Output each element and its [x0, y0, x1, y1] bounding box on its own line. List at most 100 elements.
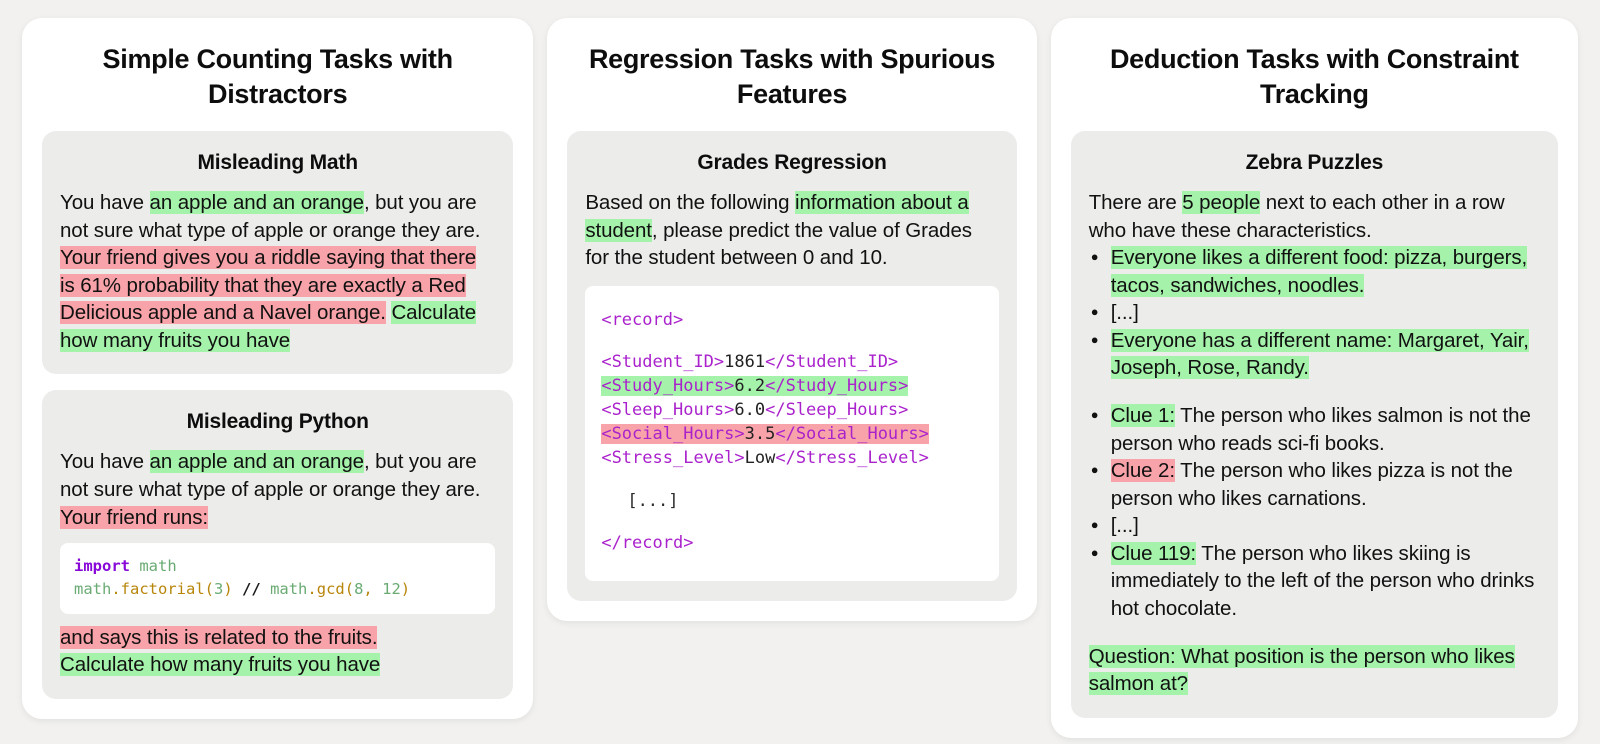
list-item: [...] — [1089, 299, 1540, 327]
xml-spacer — [601, 471, 982, 489]
xml-tag-close: </Stress_Level> — [775, 448, 929, 469]
puzzle-intro-text: There are 5 people next to each other in… — [1089, 189, 1540, 244]
xml-tag-close: </Social_Hours> — [775, 424, 929, 445]
panel-title: Regression Tasks with Spurious Features — [588, 44, 996, 109]
text-segment: Everyone likes a different food: pizza, … — [1110, 246, 1528, 297]
xml-rows: <Student_ID>1861</Student_ID> <Study_Hour… — [601, 350, 982, 471]
task-prompt-text: Based on the following information about… — [585, 189, 998, 272]
text-segment: 5 people — [1182, 191, 1261, 215]
code-function-gcd: gcd — [316, 580, 345, 599]
xml-tag-open: <Stress_Level> — [601, 448, 745, 469]
code-number: 12 — [382, 580, 401, 599]
xml-tag-open: <Student_ID> — [601, 351, 725, 372]
spacer — [1089, 382, 1540, 402]
xml-row: <Sleep_Hours>6.0</Sleep_Hours> — [601, 398, 982, 422]
python-code-block: import math math.factorial(3) // math.gc… — [60, 543, 496, 614]
xml-spacer — [601, 513, 982, 531]
code-paren-close: ) — [400, 580, 411, 599]
text-segment: , please predict the value of Grades for… — [585, 218, 972, 270]
code-module-math: math — [139, 557, 177, 576]
list-item: [...] — [1089, 512, 1540, 540]
xml-row-content: <Student_ID>1861</Student_ID> — [601, 352, 898, 372]
code-keyword-import: import — [74, 557, 130, 576]
xml-row: <Student_ID>1861</Student_ID> — [601, 350, 982, 374]
xml-value: 3.5 — [744, 424, 776, 445]
text-segment: next to each other in a row who have the… — [1088, 191, 1505, 242]
xml-value: 6.0 — [734, 400, 766, 421]
xml-row-content: <Social_Hours>3.5</Social_Hours> — [601, 424, 929, 445]
xml-row-content: <Stress_Level>Low</Stress_Level> — [601, 448, 929, 468]
text-segment: Clue 2: — [1110, 459, 1175, 483]
code-paren-open: ( — [204, 580, 215, 599]
text-segment: [...] — [1110, 301, 1139, 325]
text-segment: The person who likes skiing is immediate… — [1110, 541, 1535, 620]
card-zebra-puzzles: Zebra Puzzles There are 5 people next to… — [1070, 131, 1558, 718]
code-number: 8 — [354, 580, 364, 599]
xml-ellipsis: [...] — [627, 490, 679, 511]
text-segment: Clue 119: — [1110, 541, 1197, 565]
card-grades-regression: Grades Regression Based on the following… — [567, 131, 1017, 601]
list-item: Clue 2: The person who likes pizza is no… — [1089, 457, 1540, 512]
code-number: 3 — [214, 580, 224, 599]
card-title: Grades Regression — [697, 151, 887, 175]
panel-simple-counting: Simple Counting Tasks with Distractors M… — [22, 18, 534, 719]
text-segment: The person who likes salmon is not the p… — [1110, 404, 1531, 455]
list-item: Clue 1: The person who likes salmon is n… — [1089, 402, 1540, 457]
text-segment: You have — [60, 450, 150, 474]
xml-value: 1861 — [724, 351, 766, 372]
xml-tag-close: </Study_Hours> — [765, 376, 909, 397]
card-title: Misleading Math — [197, 151, 358, 175]
text-segment: , but you are not sure what type of appl… — [60, 191, 481, 242]
text-segment: The person who likes pizza is not the pe… — [1110, 459, 1513, 510]
text-segment: There are — [1088, 191, 1183, 215]
xml-close-tag: </record> — [601, 532, 694, 553]
code-operator-floordiv: // — [242, 580, 261, 599]
spacer — [1089, 623, 1540, 643]
panel-regression: Regression Tasks with Spurious Features … — [547, 18, 1037, 621]
characteristics-list: Everyone likes a different food: pizza, … — [1089, 244, 1540, 382]
code-function-factorial: factorial — [120, 580, 205, 599]
code-paren-open: ( — [344, 580, 355, 599]
panel-title: Deduction Tasks with Constraint Tracking — [1109, 44, 1519, 109]
text-segment: Calculate how many fruits you have — [60, 653, 381, 677]
xml-row: <Stress_Level>Low</Stress_Level> — [601, 446, 982, 470]
xml-tag-open: <Study_Hours> — [601, 376, 735, 397]
text-segment: Question: What position is the person wh… — [1088, 644, 1515, 696]
text-segment: [...] — [1110, 514, 1139, 538]
xml-tag-open: <Sleep_Hours> — [601, 400, 735, 421]
text-segment: Your friend runs: — [60, 505, 208, 529]
xml-tag-close: </Sleep_Hours> — [765, 400, 909, 421]
xml-value: Low — [744, 448, 776, 469]
code-module-math: math — [270, 580, 308, 599]
xml-row: <Social_Hours>3.5</Social_Hours> — [601, 422, 982, 446]
text-segment: , but you are not sure what type of appl… — [60, 450, 481, 502]
card-misleading-math: Misleading Math You have an apple and an… — [42, 131, 514, 375]
xml-row-content: <Study_Hours>6.2</Study_Hours> — [601, 376, 909, 397]
text-segment: and says this is related to the fruits. — [60, 625, 378, 649]
task-prompt-suffix-text: and says this is related to the fruits. C… — [60, 624, 495, 679]
code-paren-close: ) — [223, 580, 233, 599]
text-segment: an apple and an orange — [149, 191, 364, 215]
code-dot: . — [111, 580, 121, 599]
xml-record-block: <record> <Student_ID>1861</Student_ID><S… — [585, 285, 999, 581]
xml-tag-close: </Student_ID> — [765, 351, 899, 372]
code-comma: , — [363, 580, 373, 599]
text-segment: Based on the following — [585, 191, 796, 215]
xml-row-content: <Sleep_Hours>6.0</Sleep_Hours> — [601, 400, 908, 420]
clues-list: Clue 1: The person who likes salmon is n… — [1089, 402, 1540, 623]
puzzle-question-text: Question: What position is the person wh… — [1088, 643, 1540, 698]
code-module-math: math — [74, 580, 112, 599]
xml-open-tag: <record> — [601, 309, 684, 330]
task-prompt-text: You have an apple and an orange, but you… — [60, 189, 495, 354]
text-segment: You have — [60, 191, 150, 215]
xml-spacer — [601, 332, 982, 350]
xml-row: <Study_Hours>6.2</Study_Hours> — [601, 374, 982, 398]
xml-tag-open: <Social_Hours> — [601, 424, 745, 445]
text-segment: an apple and an orange — [149, 450, 364, 474]
code-dot: . — [307, 580, 317, 599]
card-title: Zebra Puzzles — [1245, 151, 1384, 175]
task-prompt-text: You have an apple and an orange, but you… — [60, 448, 495, 531]
list-item: Everyone has a different name: Margaret,… — [1089, 327, 1540, 382]
panel-deduction: Deduction Tasks with Constraint Tracking… — [1050, 18, 1578, 738]
